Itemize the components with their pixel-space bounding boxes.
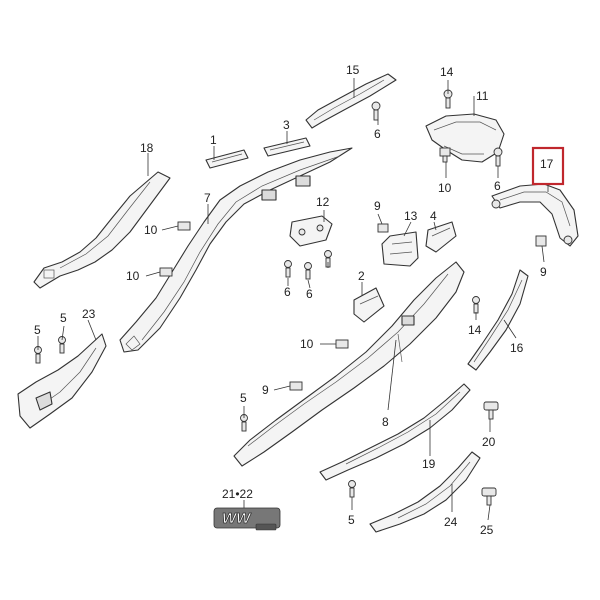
callout-9-right[interactable]: 9 — [540, 265, 547, 279]
callout-10-mid[interactable]: 10 — [300, 337, 314, 351]
callout-21-22[interactable]: 21•22 — [222, 487, 253, 501]
bolt-20[interactable] — [483, 401, 499, 420]
callout-14-right[interactable]: 14 — [468, 323, 482, 337]
callout-6-cluster-a[interactable]: 6 — [284, 285, 291, 299]
part-2-plate[interactable] — [353, 287, 385, 323]
callout-15[interactable]: 15 — [346, 63, 360, 77]
part-23-lower-panel[interactable] — [17, 333, 107, 429]
screw-6-right[interactable] — [493, 147, 503, 167]
part-8-body-cover[interactable] — [233, 261, 465, 467]
callout-5-bottom[interactable]: 5 — [348, 513, 355, 527]
emblem-21-22[interactable]: WW — [213, 507, 281, 531]
callout-10-left-b[interactable]: 10 — [126, 269, 140, 283]
callout-3[interactable]: 3 — [283, 118, 290, 132]
highlight-box-17 — [531, 146, 565, 186]
clip-9-right[interactable] — [535, 235, 547, 247]
callout-5-lower[interactable]: 5 — [240, 391, 247, 405]
callout-10-top[interactable]: 10 — [438, 181, 452, 195]
emblem-text: WW — [222, 510, 252, 527]
part-3-trim[interactable] — [263, 137, 311, 157]
callout-6-cluster-b[interactable]: 6 — [306, 287, 313, 301]
clip-10-left-b[interactable] — [159, 267, 173, 277]
callout-19[interactable]: 19 — [422, 457, 436, 471]
callout-13[interactable]: 13 — [404, 209, 418, 223]
clip-9-lower[interactable] — [289, 381, 303, 391]
clip-10-mid[interactable] — [335, 339, 349, 349]
callout-6-right[interactable]: 6 — [494, 179, 501, 193]
part-24-strip[interactable] — [369, 451, 481, 533]
callout-1[interactable]: 1 — [210, 133, 217, 147]
leader-lines — [37, 78, 549, 521]
callout-9-lower[interactable]: 9 — [262, 383, 269, 397]
callout-12[interactable]: 12 — [316, 195, 330, 209]
callout-11[interactable]: 11 — [476, 89, 489, 103]
part-15-strip[interactable] — [305, 73, 397, 129]
callout-labels: 18 1 3 15 6 14 11 10 6 17 7 10 10 12 9 1… — [34, 63, 554, 537]
clip-10-top[interactable] — [439, 147, 451, 163]
callout-4[interactable]: 4 — [430, 209, 437, 223]
screw-6-top[interactable] — [371, 101, 381, 121]
callout-5-left-a[interactable]: 5 — [34, 323, 41, 337]
screws-5-left[interactable] — [34, 336, 66, 364]
part-1-bracket[interactable] — [205, 149, 249, 169]
callout-10-left-a[interactable]: 10 — [144, 223, 158, 237]
callout-24[interactable]: 24 — [444, 515, 458, 529]
part-13-bracket[interactable] — [381, 231, 419, 267]
callout-5-left-b[interactable]: 5 — [60, 311, 67, 325]
part-19-strip[interactable] — [319, 383, 471, 481]
part-18-trim-strip[interactable] — [33, 171, 171, 289]
part-4-panel[interactable] — [425, 221, 457, 253]
screw-14-right[interactable] — [472, 296, 480, 314]
screw-5-bottom[interactable] — [348, 480, 356, 498]
callout-20[interactable]: 20 — [482, 435, 496, 449]
part-11-cover[interactable] — [425, 113, 505, 163]
callout-16[interactable]: 16 — [510, 341, 524, 355]
callout-14-top[interactable]: 14 — [440, 65, 454, 79]
clip-10-left-a[interactable] — [177, 221, 191, 231]
part-7-side-cover[interactable] — [119, 147, 353, 353]
callout-2[interactable]: 2 — [358, 269, 365, 283]
bolt-25[interactable] — [481, 487, 497, 506]
callout-9-mid[interactable]: 9 — [374, 199, 381, 213]
part-12-bracket[interactable] — [289, 215, 333, 247]
callout-7[interactable]: 7 — [204, 191, 211, 205]
callout-6-top[interactable]: 6 — [374, 127, 381, 141]
part-16-strip[interactable] — [467, 269, 529, 371]
callout-8[interactable]: 8 — [382, 415, 389, 429]
callout-17[interactable]: 17 — [540, 157, 554, 171]
screws-6-cluster[interactable] — [284, 250, 332, 280]
clip-9-mid[interactable] — [377, 223, 389, 233]
callout-23[interactable]: 23 — [82, 307, 96, 321]
callout-25[interactable]: 25 — [480, 523, 494, 537]
callout-18[interactable]: 18 — [140, 141, 154, 155]
part-17-bracket[interactable] — [491, 183, 579, 247]
